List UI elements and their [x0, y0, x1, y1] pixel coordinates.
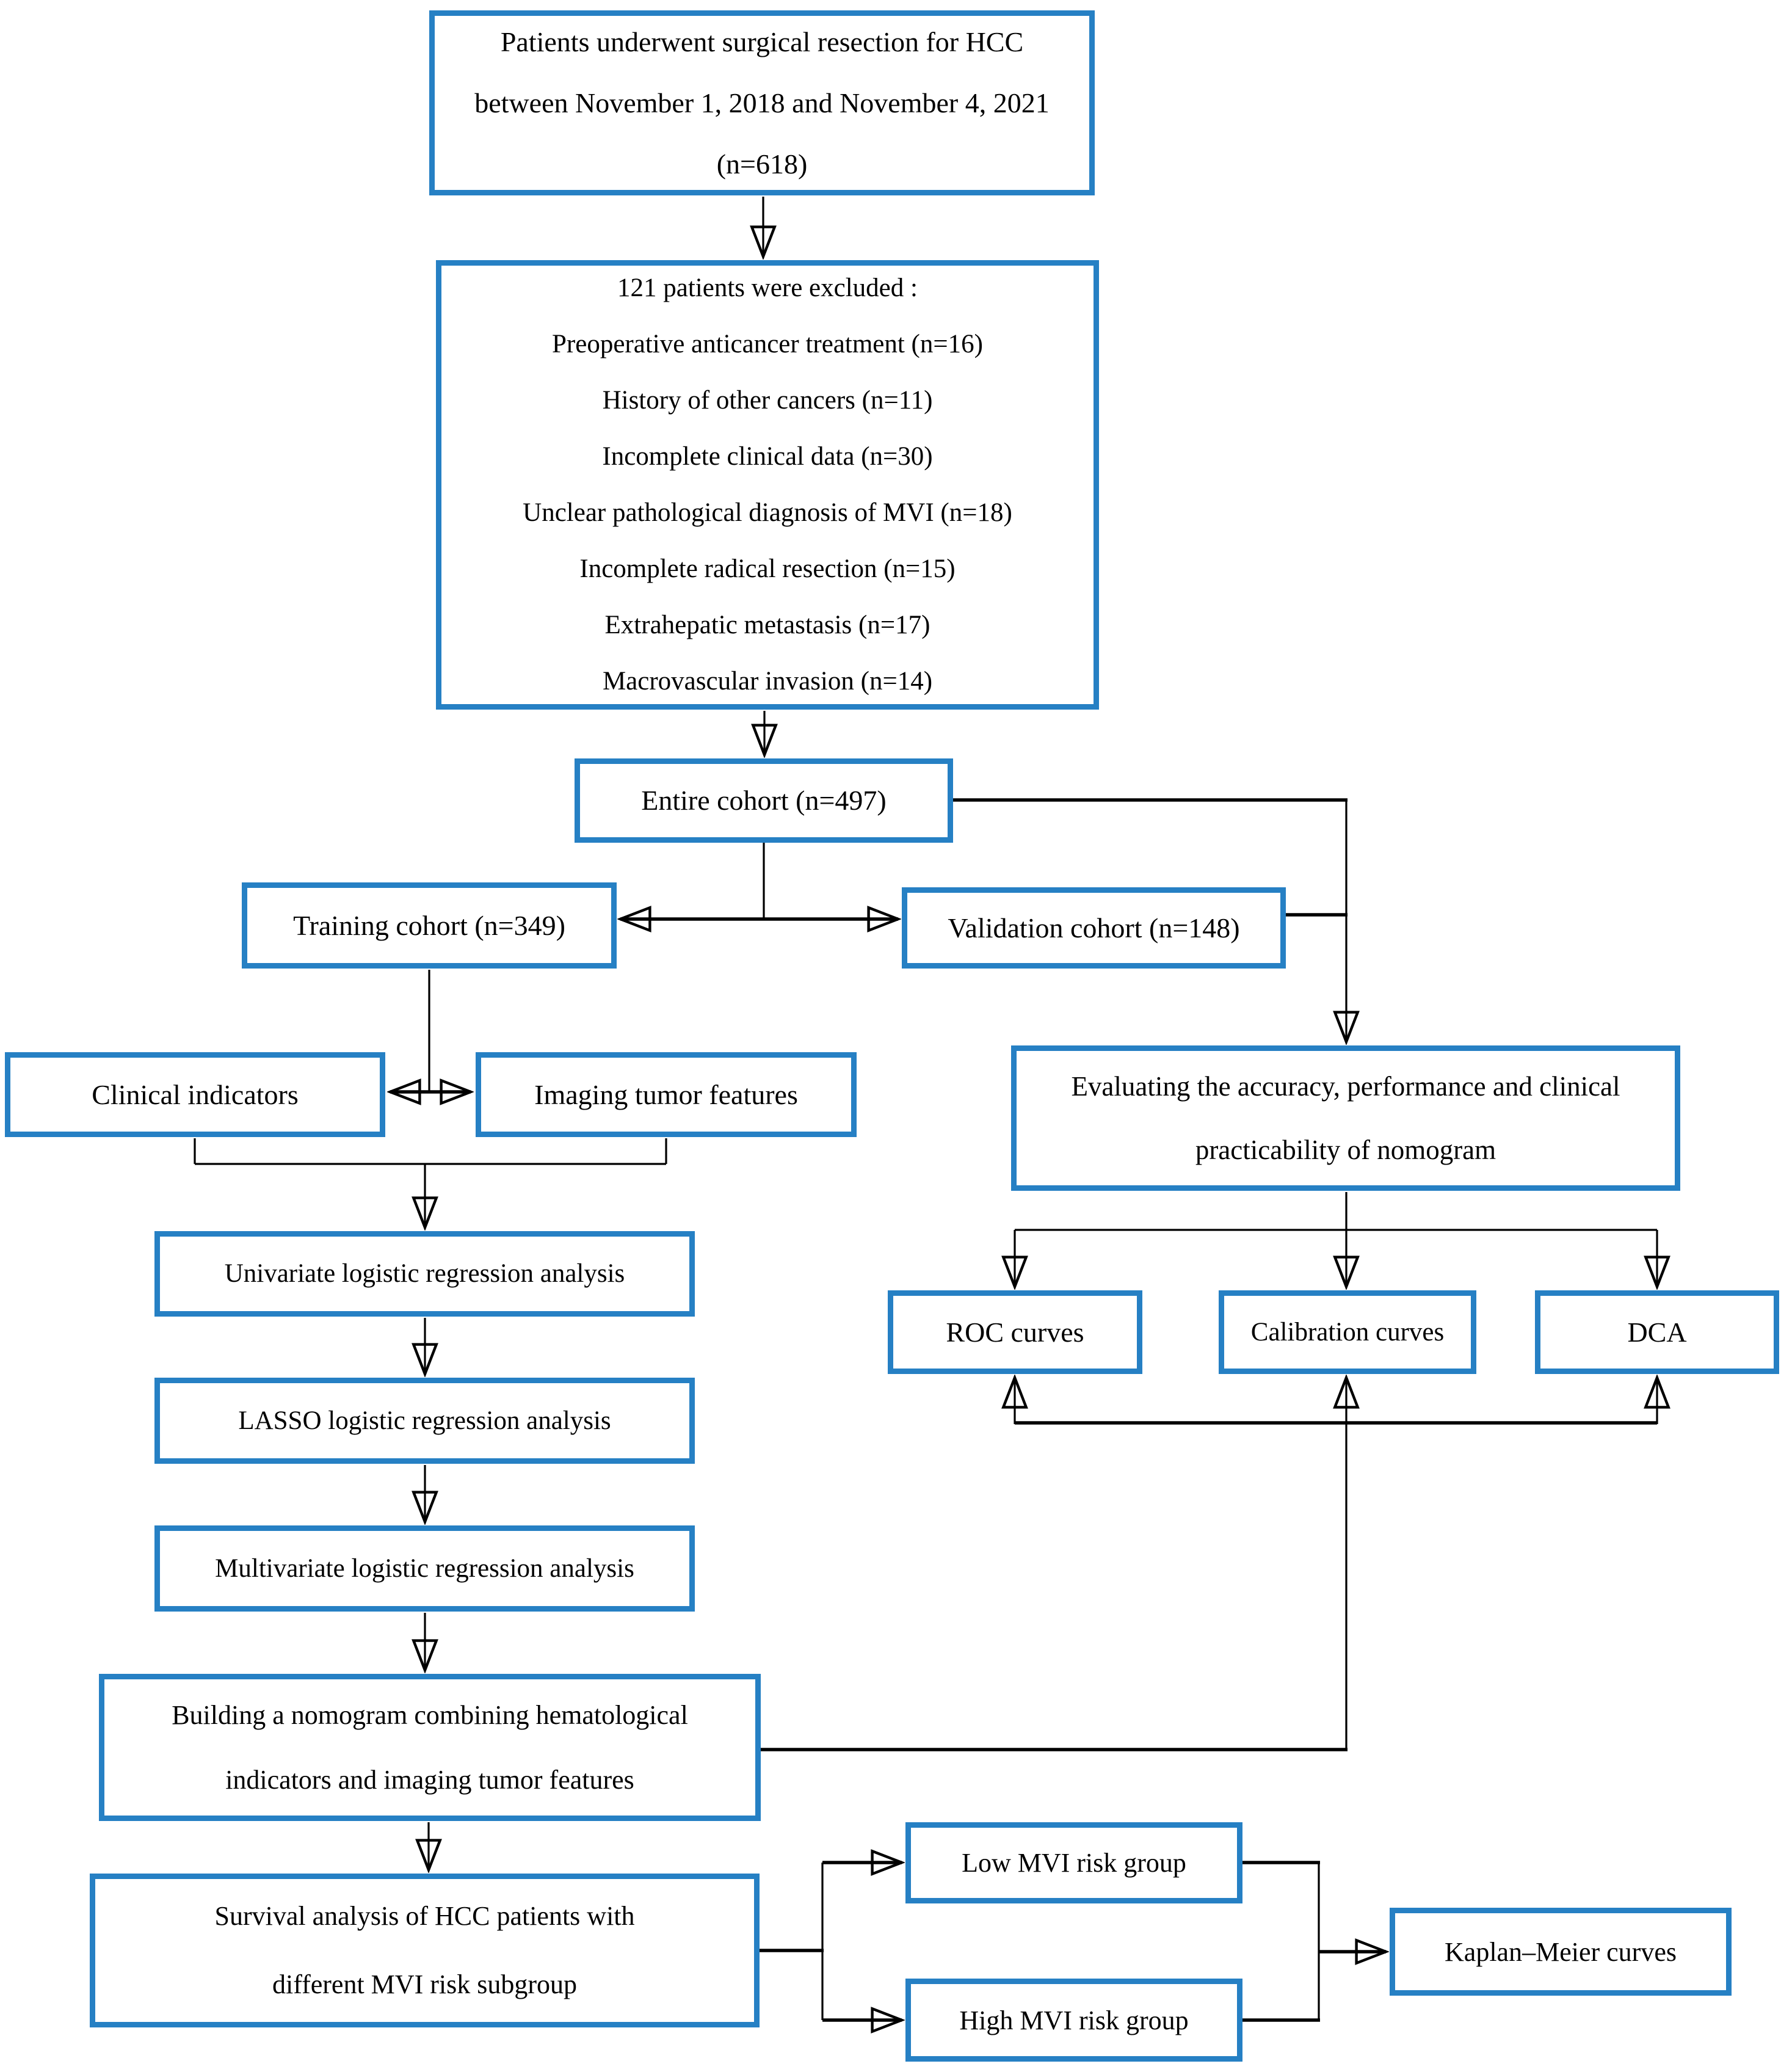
thin-connectors	[194, 197, 1657, 2020]
thick-connectors	[390, 798, 1657, 2020]
node-calibration-box: Calibration curves	[1219, 1290, 1476, 1374]
node-clinical-indicators-box: Clinical indicators	[5, 1052, 385, 1137]
node-low-risk-box: Low MVI risk group	[905, 1822, 1242, 1903]
node-univariate-box: Univariate logistic regression analysis	[154, 1231, 695, 1317]
node-survival-box: Survival analysis of HCC patients with d…	[90, 1874, 760, 2027]
node-entire-cohort-box: Entire cohort (n=497)	[575, 758, 953, 843]
node-evaluating-box: Evaluating the accuracy, performance and…	[1011, 1045, 1680, 1191]
node-roc-box: ROC curves	[888, 1290, 1142, 1374]
node-high-risk-box: High MVI risk group	[905, 1979, 1242, 2062]
node-excluded-box: 121 patients were excluded : Preoperativ…	[436, 260, 1099, 710]
node-imaging-features-box: Imaging tumor features	[476, 1052, 857, 1137]
node-patients-box: Patients underwent surgical resection fo…	[429, 10, 1095, 195]
node-dca-box: DCA	[1535, 1290, 1779, 1374]
node-validation-cohort-box: Validation cohort (n=148)	[902, 887, 1286, 969]
node-km-box: Kaplan–Meier curves	[1390, 1908, 1732, 1996]
node-training-cohort-box: Training cohort (n=349)	[242, 882, 617, 969]
node-building-box: Building a nomogram combining hematologi…	[99, 1674, 761, 1821]
node-multivariate-box: Multivariate logistic regression analysi…	[154, 1525, 695, 1612]
node-lasso-box: LASSO logistic regression analysis	[154, 1378, 695, 1464]
